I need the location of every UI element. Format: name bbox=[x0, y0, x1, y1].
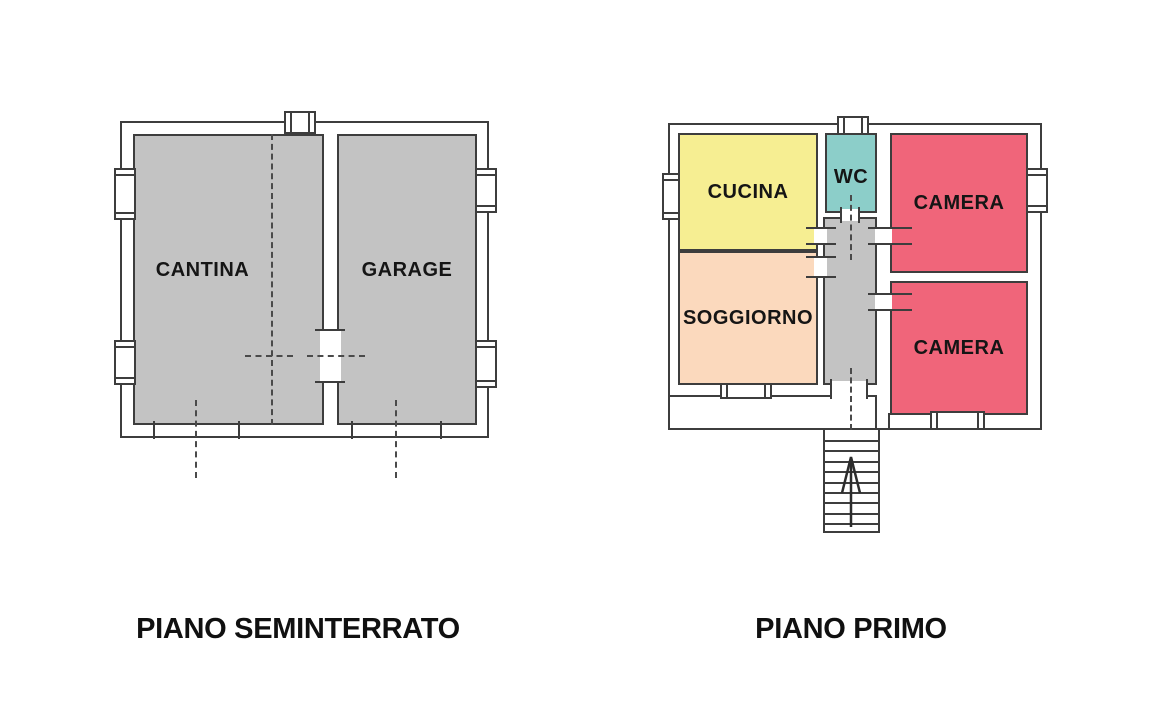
window bbox=[475, 168, 497, 213]
plan-title-primo: PIANO PRIMO bbox=[755, 613, 947, 645]
window-pane-line bbox=[726, 385, 728, 397]
window-pane-line bbox=[977, 413, 979, 428]
window-pane-line bbox=[861, 118, 863, 133]
door-jamb-tick bbox=[866, 379, 868, 399]
door-jamb-tick bbox=[868, 293, 912, 295]
window bbox=[837, 116, 869, 135]
window-pane-line bbox=[477, 380, 495, 382]
window bbox=[662, 173, 680, 220]
window bbox=[284, 111, 316, 134]
room-garage: GARAGE bbox=[337, 134, 477, 425]
window bbox=[114, 168, 136, 220]
plan-title-seminterrato: PIANO SEMINTERRATO bbox=[136, 613, 460, 645]
door-jamb-tick bbox=[440, 421, 442, 439]
door-jamb-tick bbox=[153, 421, 155, 439]
door-jamb-tick bbox=[868, 243, 912, 245]
door-jamb-tick bbox=[830, 379, 832, 399]
terrace-wall-line bbox=[668, 395, 877, 397]
stairs-up-arrow-icon bbox=[840, 456, 862, 527]
window-pane-line bbox=[664, 179, 678, 181]
window-pane-line bbox=[308, 113, 310, 132]
window-pane-line bbox=[1028, 174, 1046, 176]
section-line bbox=[307, 355, 365, 357]
door-jamb-tick bbox=[806, 256, 836, 258]
door-opening bbox=[814, 228, 827, 244]
door-jamb-tick bbox=[840, 207, 842, 223]
door-jamb-tick bbox=[868, 227, 912, 229]
window-pane-line bbox=[664, 212, 678, 214]
door-jamb-tick bbox=[806, 227, 836, 229]
window-pane-line bbox=[477, 174, 495, 176]
window-pane-line bbox=[936, 413, 938, 428]
window-pane-line bbox=[764, 385, 766, 397]
room-soggiorno: SOGGIORNO bbox=[678, 251, 818, 385]
room-cantina: CANTINA bbox=[133, 134, 324, 425]
door-jamb-tick bbox=[238, 421, 240, 439]
room-camera-bottom: CAMERA bbox=[890, 281, 1028, 415]
room-label-camera-top: CAMERA bbox=[913, 191, 1005, 214]
door-jamb-tick bbox=[858, 207, 860, 223]
room-cucina: CUCINA bbox=[678, 133, 818, 251]
window bbox=[720, 383, 772, 399]
window-pane-line bbox=[116, 212, 134, 214]
door-jamb-tick bbox=[315, 381, 345, 383]
section-line bbox=[850, 368, 852, 430]
room-label-cantina: CANTINA bbox=[155, 259, 250, 281]
window bbox=[1026, 168, 1048, 213]
window bbox=[114, 340, 136, 385]
window-pane-line bbox=[116, 377, 134, 379]
door-jamb-tick bbox=[806, 243, 836, 245]
room-camera-top: CAMERA bbox=[890, 133, 1028, 273]
door-jamb-tick bbox=[351, 421, 353, 439]
terrace-wall-line bbox=[875, 395, 877, 430]
door-jamb-tick bbox=[868, 309, 912, 311]
room-label-camera-bottom: CAMERA bbox=[913, 336, 1005, 359]
door-jamb-tick bbox=[315, 329, 345, 331]
section-line bbox=[245, 355, 293, 357]
stair-step-line bbox=[825, 440, 878, 442]
door-opening bbox=[875, 228, 892, 244]
window-pane-line bbox=[1028, 205, 1046, 207]
window bbox=[475, 340, 497, 388]
room-label-wc: WC bbox=[833, 165, 869, 188]
window-pane-line bbox=[290, 113, 292, 132]
window-pane-line bbox=[477, 205, 495, 207]
room-label-cucina: CUCINA bbox=[707, 180, 789, 203]
room-label-garage: GARAGE bbox=[361, 259, 453, 281]
wall-line bbox=[888, 413, 890, 430]
room-label-soggiorno: SOGGIORNO bbox=[682, 306, 814, 329]
section-line bbox=[850, 195, 852, 260]
door-opening bbox=[875, 294, 892, 310]
window-pane-line bbox=[116, 346, 134, 348]
window-pane-line bbox=[843, 118, 845, 133]
door-opening bbox=[814, 258, 827, 277]
entrance-centre-line bbox=[195, 400, 197, 478]
door-jamb-tick bbox=[806, 276, 836, 278]
window-pane-line bbox=[477, 346, 495, 348]
section-line bbox=[271, 134, 273, 425]
entrance-centre-line bbox=[395, 400, 397, 478]
window-pane-line bbox=[116, 174, 134, 176]
stair-step-line bbox=[825, 450, 878, 452]
window bbox=[930, 411, 985, 430]
